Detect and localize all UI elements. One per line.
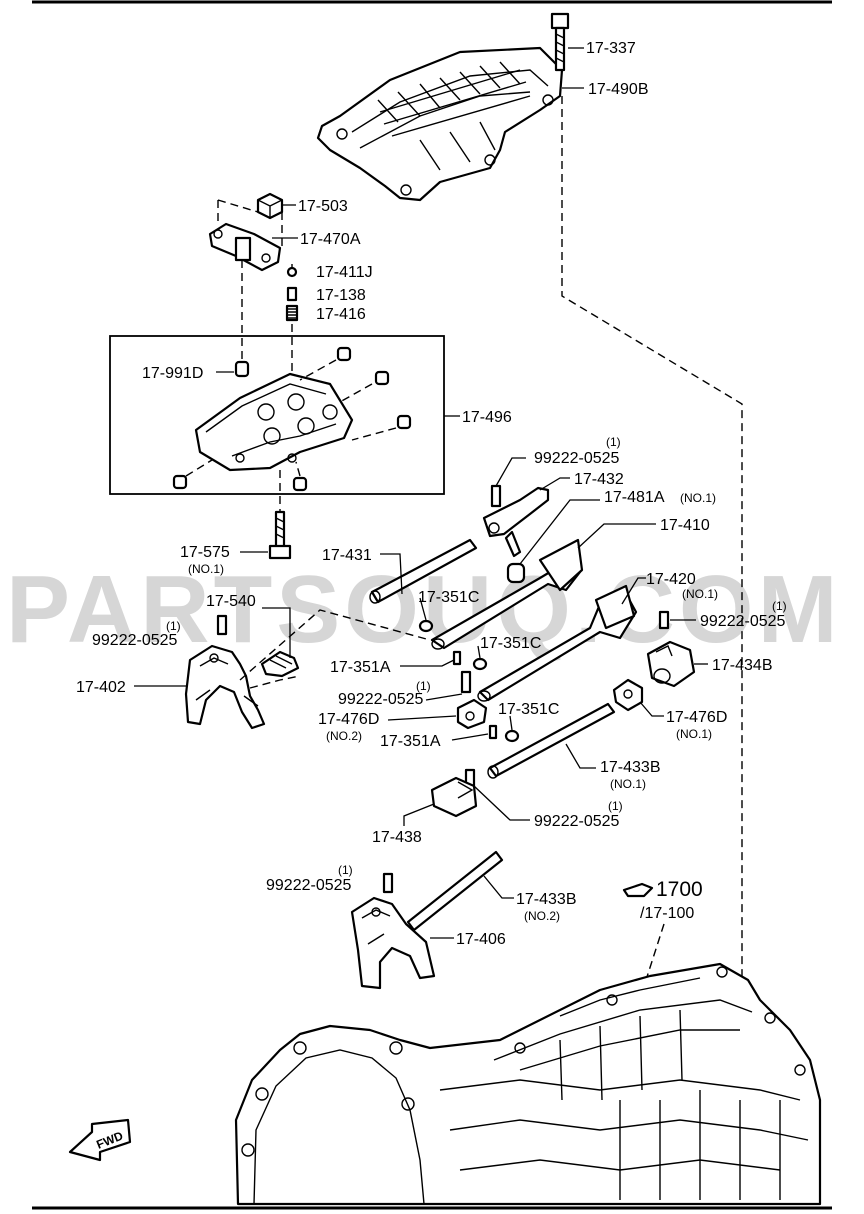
label-17-481a-sub: (NO.1) [680,491,716,505]
label-17-575: 17-575 [180,544,230,561]
spring-17-416-part[interactable] [285,304,299,322]
label-99222-a: 99222-0525 [534,450,620,467]
label-17-434b: 17-434B [712,657,773,674]
label-17-406: 17-406 [456,931,506,948]
pin-99222-a-part[interactable] [490,484,502,508]
block-17-476d-a-part[interactable] [456,698,488,730]
label-17-432: 17-432 [574,471,624,488]
label-17-420: 17-420 [646,571,696,588]
label-17-411j: 17-411J [316,264,373,281]
label-17-470a: 17-470A [300,231,361,248]
pin-99222-c-part[interactable] [216,614,228,636]
reference-arrow-icon [622,882,654,898]
label-17-351a-a: 17-351A [330,659,391,676]
label-99222-c-qty: (1) [166,619,181,633]
label-99222-e-qty: (1) [608,799,623,813]
shift-rod-17-433b-b-part[interactable] [406,850,504,932]
shift-rod-17-433b-a-part[interactable] [487,702,616,779]
label-99222-c: 99222-0525 [92,632,178,649]
fwd-arrow-icon [68,1118,132,1162]
label-17-351c-c: 17-351C [498,701,559,718]
label-99222-a-qty: (1) [606,435,621,449]
ball-17-411j-part[interactable] [286,266,298,278]
reference-1700[interactable]: 1700 [656,878,703,901]
label-17-410: 17-410 [660,517,710,534]
housing-bolts-part[interactable] [172,346,412,492]
pin-17-138-part[interactable] [286,286,298,302]
bush-17-481a-part[interactable] [506,562,526,584]
interlock-17-351c-a-part[interactable] [418,619,434,633]
cover-plate-part[interactable] [316,46,564,202]
label-17-991d: 17-991D [142,365,203,382]
label-17-337: 17-337 [586,40,636,57]
block-17-476d-b-part[interactable] [612,678,644,712]
shift-rod-17-420-part[interactable] [477,584,638,702]
pin-17-351a-a-part[interactable] [452,650,462,666]
label-17-416: 17-416 [316,306,366,323]
label-17-351c-b: 17-351C [480,635,541,652]
label-17-503: 17-503 [298,198,348,215]
label-17-402: 17-402 [76,679,126,696]
label-99222-f: 99222-0525 [266,877,352,894]
label-17-138: 17-138 [316,287,366,304]
transmission-case-part[interactable] [234,962,822,1206]
bracket-17-540-part[interactable] [260,650,300,678]
label-17-351c-a: 17-351C [418,589,479,606]
pin-99222-b-part[interactable] [658,610,670,630]
label-99222-e: 99222-0525 [534,813,620,830]
bracket-17-470a-part[interactable] [208,222,282,272]
label-17-433b-a-sub: (NO.1) [610,777,646,791]
block-17-434b-part[interactable] [646,640,696,688]
label-17-476d-a-sub: (NO.2) [326,729,362,743]
label-17-540: 17-540 [206,593,256,610]
end-block-17-438-part[interactable] [430,776,478,818]
pin-17-351a-b-part[interactable] [488,724,498,740]
label-17-433b-b: 17-433B [516,891,577,908]
label-17-481a: 17-481A [604,489,665,506]
interlock-17-351c-c-part[interactable] [504,729,520,743]
bolt-17-337-part[interactable] [550,12,570,72]
label-99222-f-qty: (1) [338,863,353,877]
label-99222-b: 99222-0525 [700,613,786,630]
shift-rod-17-410-part[interactable] [430,538,584,650]
bushing-17-991d-part[interactable] [234,360,250,378]
label-17-351a-b: 17-351A [380,733,441,750]
pin-99222-d-part[interactable] [460,670,472,694]
interlock-17-351c-b-part[interactable] [472,657,488,671]
label-99222-d: 99222-0525 [338,691,424,708]
label-17-431: 17-431 [322,547,372,564]
shift-housing-part[interactable] [194,372,354,472]
label-17-490b: 17-490B [588,81,649,98]
assembly-box-17-496 [109,335,445,495]
label-17-438: 17-438 [372,829,422,846]
shift-rod-17-431-part[interactable] [369,538,478,604]
shift-fork-17-406-part[interactable] [350,896,436,990]
lever-17-432-part[interactable] [482,486,550,558]
shift-fork-17-402-part[interactable] [184,644,266,730]
label-17-420-sub: (NO.1) [682,587,718,601]
label-17-433b-b-sub: (NO.2) [524,909,560,923]
label-17-476d-b: 17-476D [666,709,727,726]
label-99222-b-qty: (1) [772,599,787,613]
label-17-433b-a: 17-433B [600,759,661,776]
pin-99222-f-part[interactable] [382,872,394,894]
bolt-17-575-part[interactable] [268,510,292,560]
label-17-496: 17-496 [462,409,512,426]
label-99222-d-qty: (1) [416,679,431,693]
label-17-476d-b-sub: (NO.1) [676,727,712,741]
label-17-575-sub: (NO.1) [188,562,224,576]
plug-17-503-part[interactable] [256,192,284,220]
label-17-476d-a: 17-476D [318,711,379,728]
reference-17-100[interactable]: /17-100 [640,905,694,922]
